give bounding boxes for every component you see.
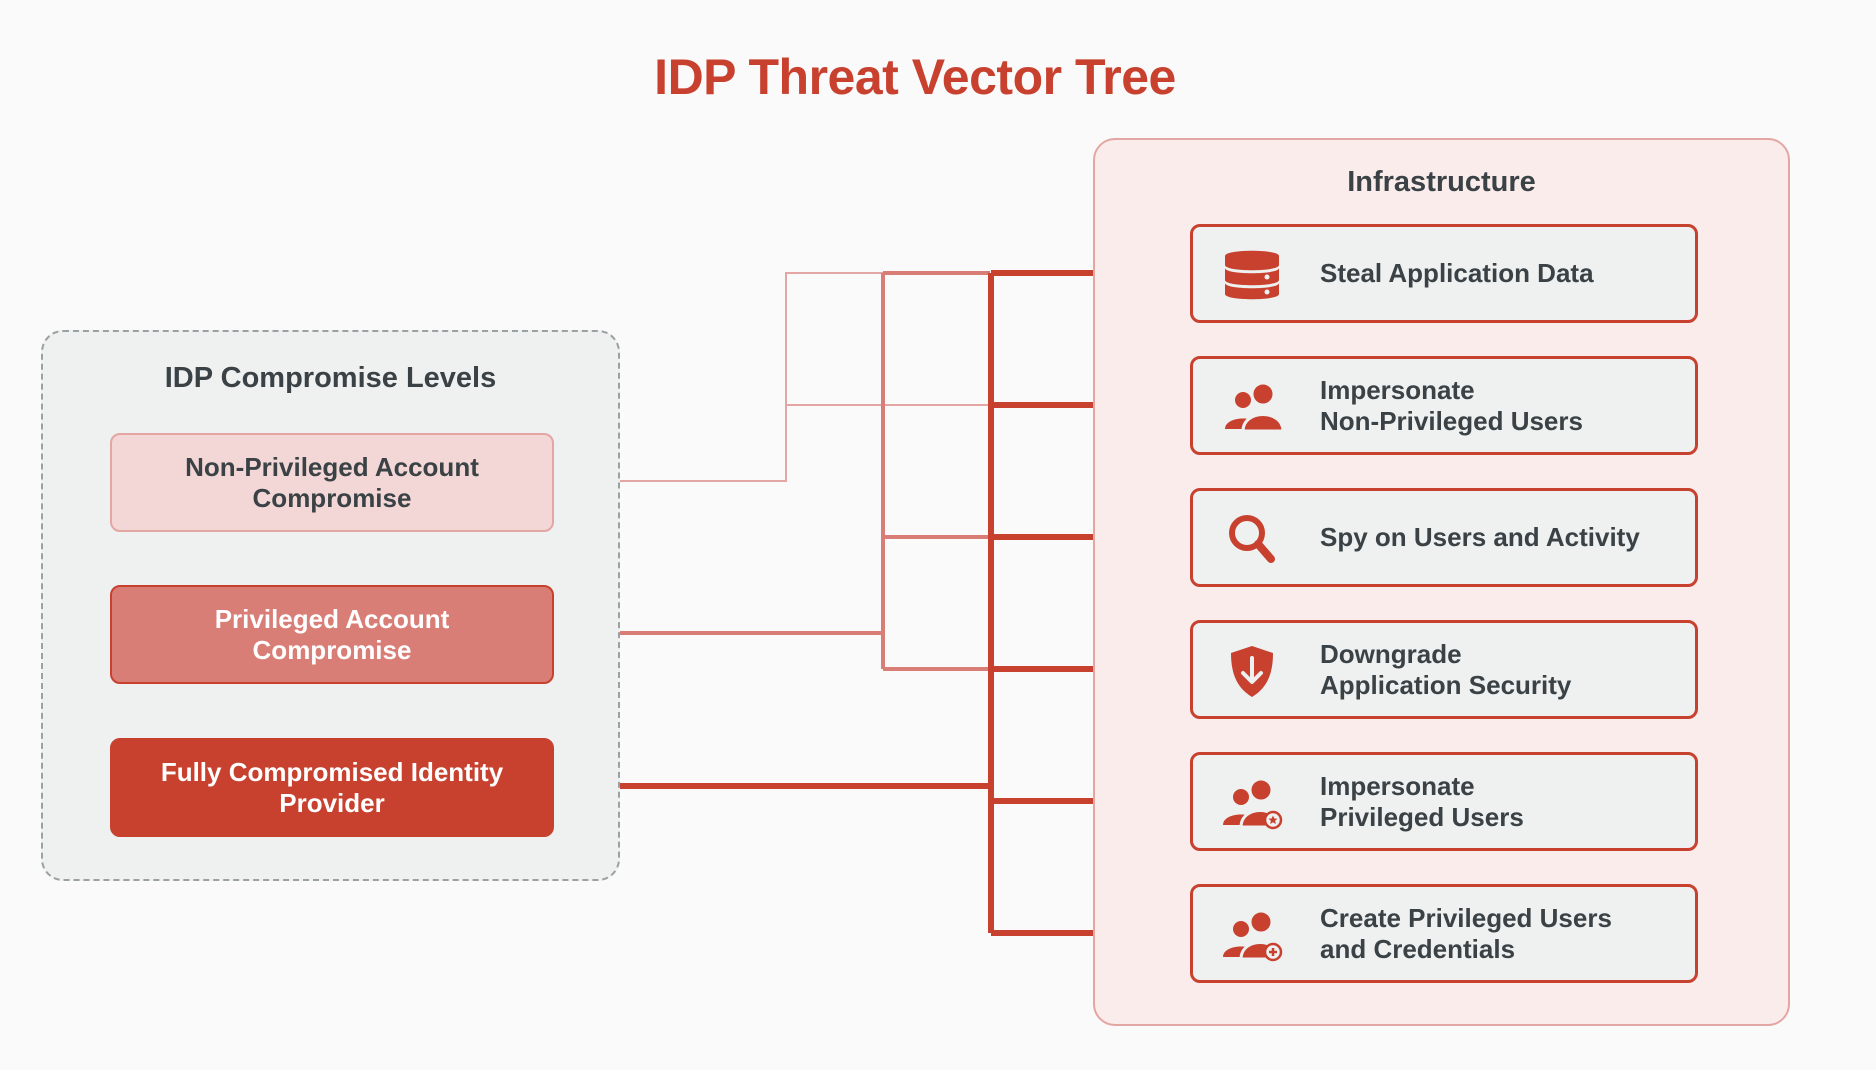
level-label: Fully Compromised Identity Provider (160, 756, 504, 818)
outcome-line2: Non-Privileged Users (1320, 405, 1583, 436)
outcome-line1: Impersonate (1320, 770, 1475, 801)
level-non-privileged: Non-Privileged Account Compromise (110, 433, 554, 532)
outcome-label: Impersonate Privileged Users (1320, 755, 1685, 848)
outcome-line2: Privileged Users (1320, 801, 1524, 832)
outcome-impersonate-non-privileged: Impersonate Non-Privileged Users (1190, 356, 1698, 455)
infrastructure-panel: Infrastructure Steal Application Data (1093, 138, 1790, 1026)
outcome-label: Create Privileged Users and Credentials (1320, 887, 1685, 980)
outcome-line1: Steal Application Data (1320, 258, 1594, 288)
connector-non-privileged (620, 272, 990, 482)
outcome-label: Spy on Users and Activity (1320, 491, 1685, 584)
outcome-steal-data: Steal Application Data (1190, 224, 1698, 323)
infrastructure-title: Infrastructure (1347, 166, 1536, 198)
connector-privileged (620, 271, 990, 671)
outcome-label: Downgrade Application Security (1320, 623, 1685, 716)
outcome-downgrade-security: Downgrade Application Security (1190, 620, 1698, 719)
connector-fully-compromised (620, 273, 994, 933)
level-label: Privileged Account Compromise (214, 603, 450, 665)
shield-down-icon (1221, 643, 1283, 699)
outcome-impersonate-privileged: Impersonate Privileged Users (1190, 752, 1698, 851)
outcome-label: Impersonate Non-Privileged Users (1320, 359, 1685, 452)
diagram-title: IDP Threat Vector Tree (654, 49, 1176, 105)
outcome-label: Steal Application Data (1320, 227, 1685, 320)
users-icon (1221, 379, 1283, 435)
magnifier-icon (1221, 511, 1283, 567)
outcome-spy-on-users: Spy on Users and Activity (1190, 488, 1698, 587)
level-label: Non-Privileged Account Compromise (185, 451, 479, 513)
outcome-line1: Impersonate (1320, 374, 1475, 405)
add-privileged-users-icon (1221, 907, 1283, 963)
outcome-line1: Downgrade (1320, 638, 1462, 669)
database-icon (1221, 247, 1283, 303)
compromise-levels-title: IDP Compromise Levels (164, 362, 497, 394)
outcome-line2: and Credentials (1320, 933, 1516, 964)
privileged-users-icon (1221, 775, 1283, 831)
outcome-line1: Create Privileged Users (1320, 902, 1612, 933)
outcome-create-privileged: Create Privileged Users and Credentials (1190, 884, 1698, 983)
level-fully-compromised: Fully Compromised Identity Provider (110, 738, 554, 837)
outcome-line2: Application Security (1320, 669, 1572, 700)
level-privileged: Privileged Account Compromise (110, 585, 554, 684)
compromise-levels-panel: IDP Compromise Levels Non-Privileged Acc… (41, 330, 620, 881)
outcome-line1: Spy on Users and Activity (1320, 522, 1640, 552)
